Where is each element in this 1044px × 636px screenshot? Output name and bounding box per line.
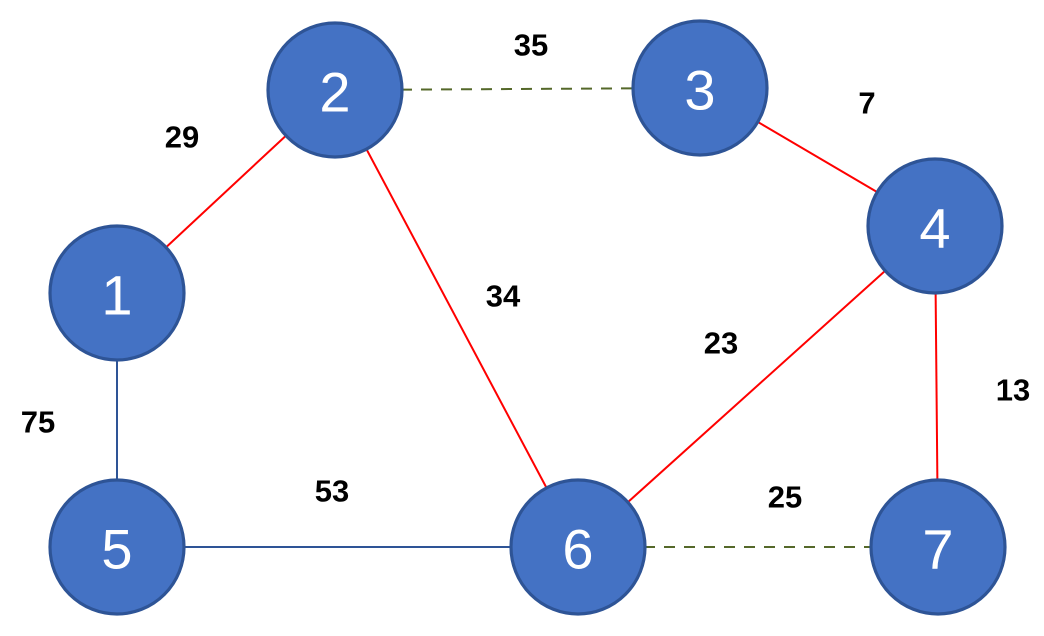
node-label-3: 3 <box>684 59 715 122</box>
graph-node-1[interactable]: 1 <box>48 224 186 362</box>
node-circle-7[interactable] <box>869 478 1007 616</box>
node-circle-6[interactable] <box>509 478 647 616</box>
graph-edge-4-6[interactable] <box>626 269 887 504</box>
graph-edge-1-2[interactable] <box>164 134 288 249</box>
node-circle-5[interactable] <box>48 478 186 616</box>
node-label-7: 7 <box>922 518 953 581</box>
graph-edge-2-3[interactable] <box>400 87 635 91</box>
edge-weight-2-6: 34 <box>486 279 521 314</box>
graph-node-2[interactable]: 2 <box>266 21 404 159</box>
node-circle-1[interactable] <box>48 224 186 362</box>
graph-node-4[interactable]: 4 <box>866 157 1004 295</box>
graph-node-5[interactable]: 5 <box>48 478 186 616</box>
edges-layer <box>116 87 939 548</box>
edge-weight-1-2: 29 <box>165 120 199 155</box>
edge-weight-5-6: 53 <box>315 474 349 509</box>
graph-edge-4-7[interactable] <box>934 291 939 482</box>
graph-node-3[interactable]: 3 <box>631 19 769 157</box>
node-label-2: 2 <box>319 61 350 124</box>
edge-weight-2-3: 35 <box>514 28 548 63</box>
node-label-1: 1 <box>101 264 132 327</box>
graph-node-6[interactable]: 6 <box>509 478 647 616</box>
node-circle-2[interactable] <box>266 21 404 159</box>
graph-node-7[interactable]: 7 <box>869 478 1007 616</box>
node-label-4: 4 <box>919 197 950 260</box>
edge-weight-4-6: 23 <box>704 326 738 361</box>
graph-edge-3-4[interactable] <box>756 120 879 194</box>
edge-weight-6-7: 25 <box>768 480 802 515</box>
edge-weight-4-7: 13 <box>996 373 1030 408</box>
edge-weight-1-5: 75 <box>21 405 55 440</box>
node-circle-4[interactable] <box>866 157 1004 295</box>
node-label-5: 5 <box>101 518 132 581</box>
graph-edge-2-6[interactable] <box>365 147 548 490</box>
node-circle-3[interactable] <box>631 19 769 157</box>
edge-weight-3-4: 7 <box>858 86 875 121</box>
node-label-6: 6 <box>562 518 593 581</box>
